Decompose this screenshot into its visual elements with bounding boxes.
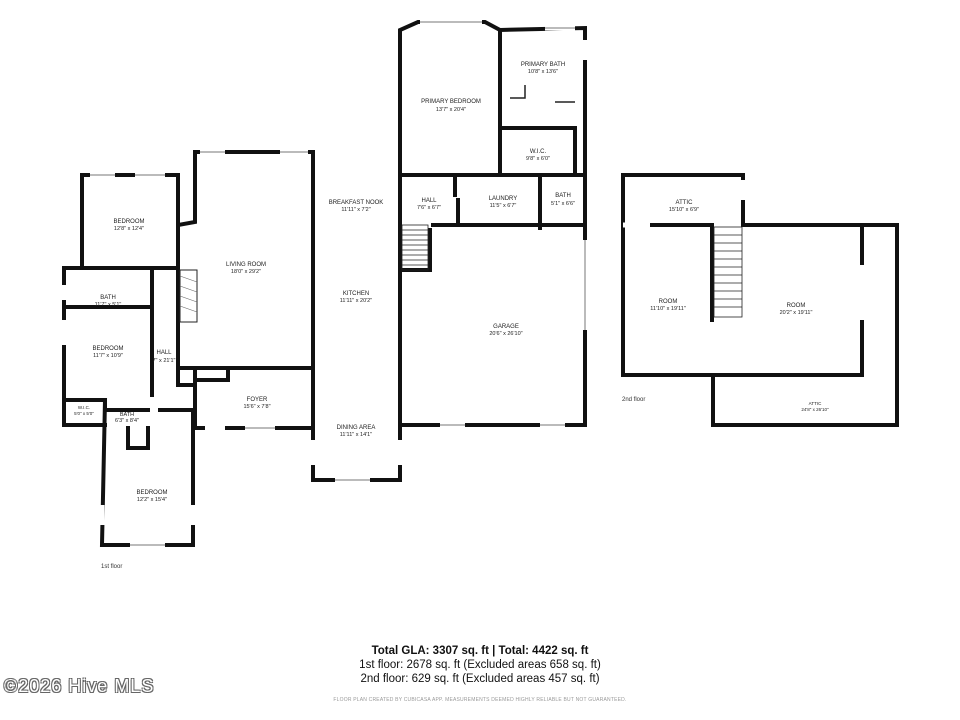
room-foyer-dims: 15'6" x 7'8" bbox=[243, 404, 270, 410]
room-wic-primary-name: W.I.C. bbox=[530, 149, 547, 155]
room-wic-1-dims: 5'0" x 5'0" bbox=[74, 411, 94, 416]
copyright-watermark: ©2026 Hive MLS bbox=[4, 676, 155, 696]
room-hall-upper-dims: 7'6" x 6'7" bbox=[417, 205, 441, 211]
staircase-second-floor bbox=[713, 226, 743, 318]
room-wic-1-name: W.I.C. bbox=[78, 405, 90, 410]
room-kitchen-name: KITCHEN bbox=[343, 291, 369, 297]
windows bbox=[61, 19, 588, 548]
room-left-name: ROOM bbox=[659, 299, 678, 305]
room-bedroom-3-dims: 12'2" x 15'4" bbox=[137, 497, 167, 503]
second-floor-label: 2nd floor bbox=[622, 397, 645, 403]
room-breakfast-nook-dims: 11'11" x 7'2" bbox=[341, 207, 370, 213]
first-floor-area-line: 1st floor: 2678 sq. ft (Excluded areas 6… bbox=[359, 659, 601, 671]
room-bath-1-name: BATH bbox=[100, 295, 116, 301]
room-attic-top-dims: 15'10" x 6'9" bbox=[669, 207, 699, 213]
window-hairlines bbox=[90, 21, 586, 546]
second-floor-walls bbox=[621, 173, 899, 427]
room-hall-upper-name: HALL bbox=[421, 198, 437, 204]
room-right-dims: 20'2" x 19'11" bbox=[780, 310, 813, 316]
room-dining-area-dims: 11'11" x 14'1" bbox=[340, 432, 372, 438]
room-laundry-name: LAUNDRY bbox=[489, 196, 518, 202]
room-labels: PRIMARY BEDROOM 13'7" x 20'4" PRIMARY BA… bbox=[74, 62, 829, 570]
room-dining-area-name: DINING AREA bbox=[337, 425, 376, 431]
room-laundry-dims: 11'5" x 6'7" bbox=[490, 203, 517, 209]
room-bedroom-2-dims: 11'7" x 10'9" bbox=[93, 353, 123, 359]
room-bath-2-dims: 6'3" x 8'4" bbox=[115, 418, 139, 424]
staircase-first-floor bbox=[401, 224, 429, 271]
room-bath-1-dims: 11'7" x 5'1" bbox=[95, 302, 122, 308]
first-floor-walls bbox=[62, 20, 587, 547]
room-attic-bottom-name: ATTIC bbox=[809, 401, 822, 406]
room-garage-dims: 20'6" x 26'10" bbox=[489, 331, 522, 337]
room-primary-bedroom-dims: 13'7" x 20'4" bbox=[436, 107, 466, 113]
room-bedroom-3-name: BEDROOM bbox=[136, 490, 167, 496]
total-area-line: Total GLA: 3307 sq. ft | Total: 4422 sq.… bbox=[371, 645, 589, 657]
room-wic-primary-dims: 9'8" x 6'0" bbox=[526, 156, 550, 162]
room-primary-bath-name: PRIMARY BATH bbox=[521, 62, 565, 68]
room-attic-top-name: ATTIC bbox=[676, 200, 694, 206]
room-bath-2-name: BATH bbox=[120, 412, 134, 418]
room-bath-laundry-name: BATH bbox=[555, 193, 571, 199]
room-foyer-name: FOYER bbox=[247, 397, 268, 403]
room-living-room-dims: 18'0" x 29'2" bbox=[231, 269, 261, 275]
room-right-name: ROOM bbox=[787, 303, 806, 309]
fireplace bbox=[179, 269, 198, 323]
room-bedroom-2-name: BEDROOM bbox=[92, 346, 123, 352]
room-garage-name: GARAGE bbox=[493, 324, 519, 330]
room-bath-laundry-dims: 5'1" x 6'6" bbox=[551, 201, 575, 207]
room-attic-bottom-dims: 24'8" x 26'10" bbox=[801, 407, 829, 412]
room-living-room-name: LIVING ROOM bbox=[226, 262, 266, 268]
area-summary: Total GLA: 3307 sq. ft | Total: 4422 sq.… bbox=[0, 644, 960, 686]
room-hall-1-dims: 7" x 21'1" bbox=[153, 358, 176, 364]
first-floor-label: 1st floor bbox=[101, 564, 122, 570]
room-bedroom-1-dims: 12'8" x 12'4" bbox=[114, 226, 144, 232]
room-primary-bath-dims: 10'8" x 13'6" bbox=[528, 69, 558, 75]
room-primary-bedroom-name: PRIMARY BEDROOM bbox=[421, 99, 481, 105]
disclaimer-text: FLOOR PLAN CREATED BY CUBICASA APP. MEAS… bbox=[333, 697, 627, 703]
second-floor-area-line: 2nd floor: 629 sq. ft (Excluded areas 45… bbox=[360, 673, 600, 685]
room-hall-1-name: HALL bbox=[156, 350, 172, 356]
room-kitchen-dims: 11'11" x 20'2" bbox=[340, 298, 372, 304]
room-bedroom-1-name: BEDROOM bbox=[113, 219, 144, 225]
room-breakfast-nook-name: BREAKFAST NOOK bbox=[329, 200, 384, 206]
room-left-dims: 11'10" x 19'11" bbox=[650, 306, 686, 312]
